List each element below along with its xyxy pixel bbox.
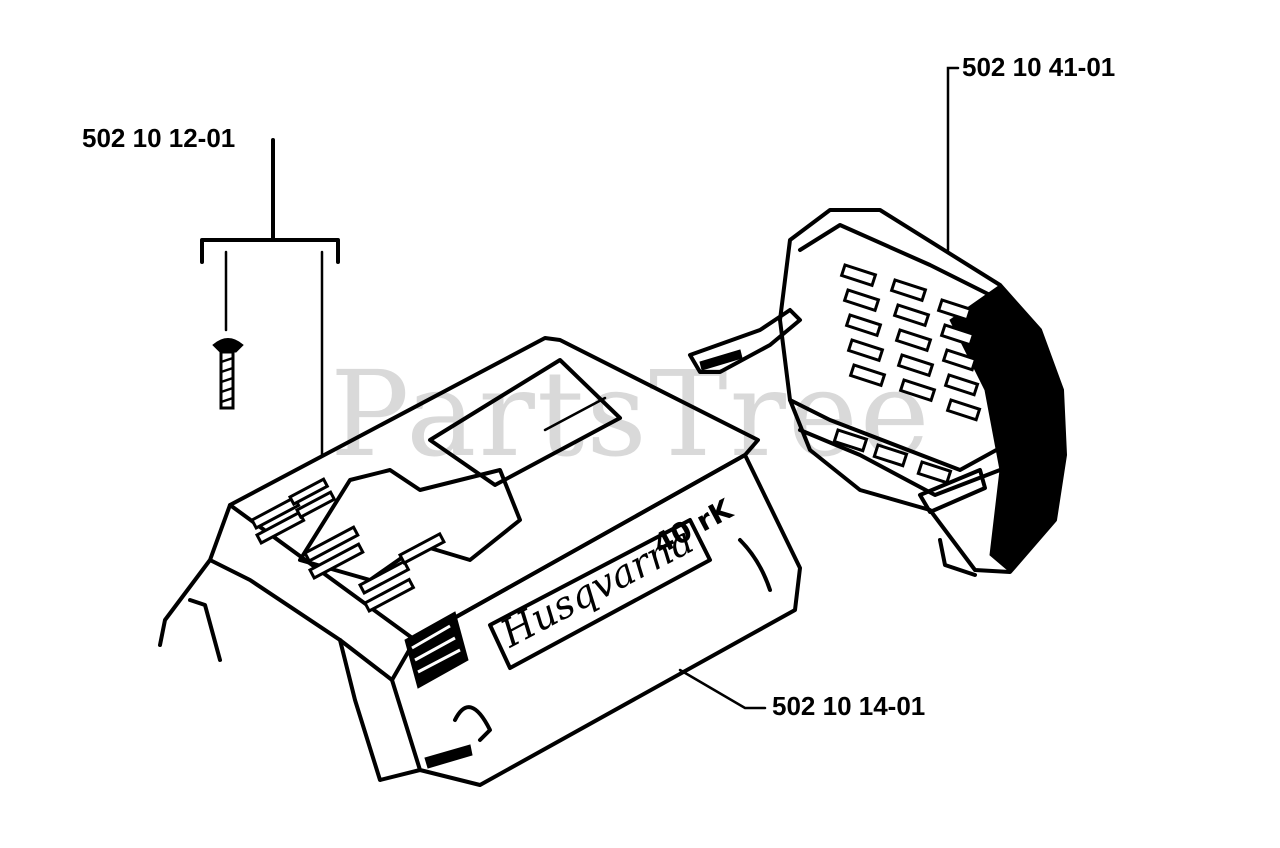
air-filter-cover-part: [688, 208, 1067, 577]
watermark-text: PartsTree: [330, 345, 932, 483]
filter-grille: [839, 263, 982, 422]
cylinder-cover-leader: [678, 668, 767, 710]
screw-part: [212, 338, 244, 410]
part-number-cylinder-cover: 502 10 14-01: [772, 691, 925, 721]
air-filter-cover-leader: [946, 66, 960, 252]
screw-callout: [200, 138, 340, 457]
cover-vents: [249, 477, 446, 613]
part-number-air-filter-cover: 502 10 41-01: [962, 52, 1115, 82]
part-number-screw: 502 10 12-01: [82, 123, 235, 153]
